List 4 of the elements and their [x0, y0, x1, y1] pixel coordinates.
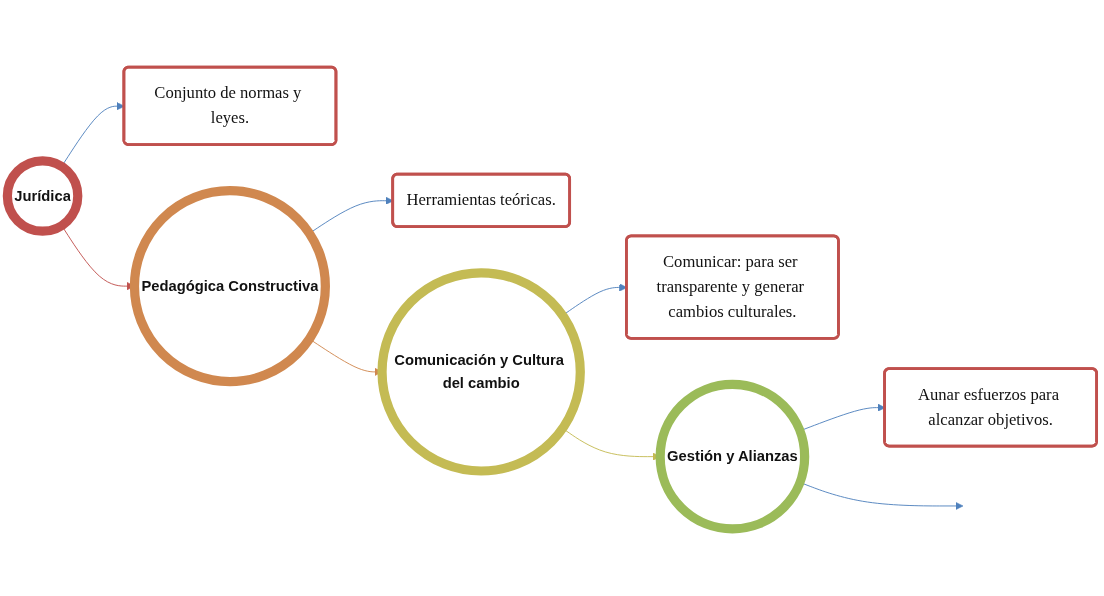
- node-circle: Jurídica: [2, 156, 83, 236]
- node-circle: Gestión y Alianzas: [655, 379, 810, 534]
- node-circle: Comunicación y Cultura del cambio: [377, 268, 585, 476]
- node-circle: Pedagógica Constructiva: [129, 186, 330, 387]
